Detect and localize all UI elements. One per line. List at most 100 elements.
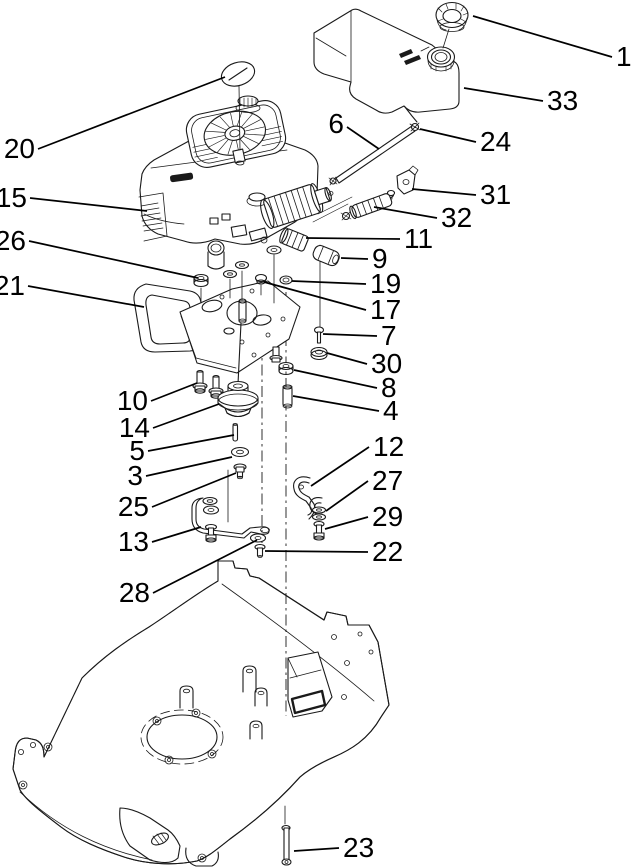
engine-brand-label: [170, 172, 194, 183]
callout-label-30[interactable]: 30: [371, 348, 402, 379]
callout-layer: 1336243132119191773084122729222320152621…: [0, 15, 632, 863]
callout-label-20[interactable]: 20: [4, 133, 35, 164]
callout-leader-33: [463, 87, 544, 102]
callout-leader-29: [324, 516, 369, 530]
rope-guide: [232, 148, 246, 166]
fuel-level-mark: [404, 55, 421, 65]
mount-bolt-10b: [208, 374, 224, 399]
callout-label-33[interactable]: 33: [547, 85, 578, 116]
engine-mounting-plate: [179, 280, 301, 385]
pulley-stack: [217, 380, 259, 480]
washer-28: [249, 533, 267, 543]
callout-label-8[interactable]: 8: [381, 372, 397, 403]
bracket-13: [191, 497, 270, 539]
deck-front-bracket: [119, 807, 219, 867]
washer: [222, 245, 282, 279]
blade-bolt-circle: [140, 709, 224, 765]
fuel-tube-32: [340, 193, 393, 221]
bolt-below-13: [204, 523, 218, 543]
callout-label-10[interactable]: 10: [117, 385, 148, 416]
lower-brackets: [191, 476, 327, 558]
callout-leader-9: [340, 257, 369, 260]
clip-30: [310, 346, 328, 361]
callout-leader-14: [152, 403, 220, 429]
fuel-line-6: [328, 125, 416, 186]
filler-neck: [426, 46, 456, 72]
callout-leader-5: [147, 434, 235, 452]
washer-27: [311, 513, 327, 521]
callout-label-26[interactable]: 26: [0, 225, 26, 256]
callout-leader-6: [346, 126, 380, 150]
callout-label-9[interactable]: 9: [372, 243, 388, 274]
callout-label-31[interactable]: 31: [480, 179, 511, 210]
callout-leader-21: [27, 285, 145, 308]
washer-3: [230, 446, 250, 458]
callout-leader-12: [310, 446, 370, 487]
gearbox-drum: [260, 183, 334, 229]
callout-label-4[interactable]: 4: [383, 395, 399, 426]
washer: [202, 496, 218, 506]
recoil-housing: [185, 100, 287, 168]
callout-leader-11: [305, 237, 401, 240]
callout-label-29[interactable]: 29: [372, 501, 403, 532]
callout-label-21[interactable]: 21: [0, 270, 25, 301]
callout-label-3[interactable]: 3: [127, 460, 143, 491]
callout-leader-1: [472, 15, 613, 58]
mower-deck: [12, 560, 390, 867]
callout-leader-19: [291, 280, 367, 285]
callout-leader-17: [263, 281, 367, 311]
belt-pocket: [287, 651, 333, 718]
callout-label-12[interactable]: 12: [373, 431, 404, 462]
fuel-level-mark: [399, 49, 413, 58]
callout-label-17[interactable]: 17: [370, 294, 401, 325]
engine-fuel-cap: [235, 95, 261, 113]
callout-label-11[interactable]: 11: [404, 223, 433, 254]
callout-label-1[interactable]: 1: [616, 41, 632, 72]
mount-bolt-10a: [192, 369, 208, 394]
callout-label-19[interactable]: 19: [370, 268, 401, 299]
callout-label-22[interactable]: 22: [372, 536, 403, 567]
callout-leader-13: [151, 526, 202, 543]
callout-label-23[interactable]: 23: [343, 832, 374, 863]
crankshaft-stub: [238, 298, 247, 324]
plate-hardware-lower: [192, 326, 328, 409]
callout-leader-32: [373, 206, 438, 219]
washer: [202, 505, 220, 515]
callout-label-6[interactable]: 6: [328, 108, 344, 139]
callout-leader-22: [264, 550, 369, 553]
nut: [386, 189, 396, 197]
fuel-cap: [435, 1, 469, 32]
callout-leader-27: [325, 480, 369, 512]
coupler-11: [279, 227, 309, 252]
nut-19: [279, 275, 293, 285]
callout-label-13[interactable]: 13: [118, 526, 149, 557]
pulley-14: [217, 380, 259, 418]
callout-label-15[interactable]: 15: [0, 182, 27, 213]
callout-leader-3: [145, 456, 233, 477]
callout-label-32[interactable]: 32: [441, 202, 472, 233]
callout-label-28[interactable]: 28: [119, 577, 150, 608]
callout-label-5[interactable]: 5: [129, 435, 145, 466]
engine: [138, 61, 353, 270]
cooling-vents: [138, 192, 168, 242]
bolt-25: [233, 463, 247, 480]
deck-mount-posts: [179, 665, 268, 740]
callout-leader-23: [293, 847, 340, 852]
flange-nut-8: [278, 361, 294, 376]
callout-leader-25: [151, 472, 237, 508]
callout-label-24[interactable]: 24: [480, 126, 511, 157]
callout-label-14[interactable]: 14: [119, 412, 150, 443]
dipstick-disc: [220, 61, 256, 151]
callout-label-25[interactable]: 25: [118, 491, 149, 522]
callout-label-27[interactable]: 27: [372, 465, 403, 496]
bolt-29: [313, 520, 325, 541]
bracket-12: [293, 476, 316, 520]
washer-27: [311, 506, 327, 514]
callout-leader-20: [37, 76, 226, 150]
callout-leader-15: [29, 197, 148, 212]
mount-bolt-10c: [269, 346, 283, 363]
callout-leader-4: [292, 395, 380, 412]
callout-leader-28: [152, 539, 258, 594]
callout-label-7[interactable]: 7: [381, 320, 397, 351]
